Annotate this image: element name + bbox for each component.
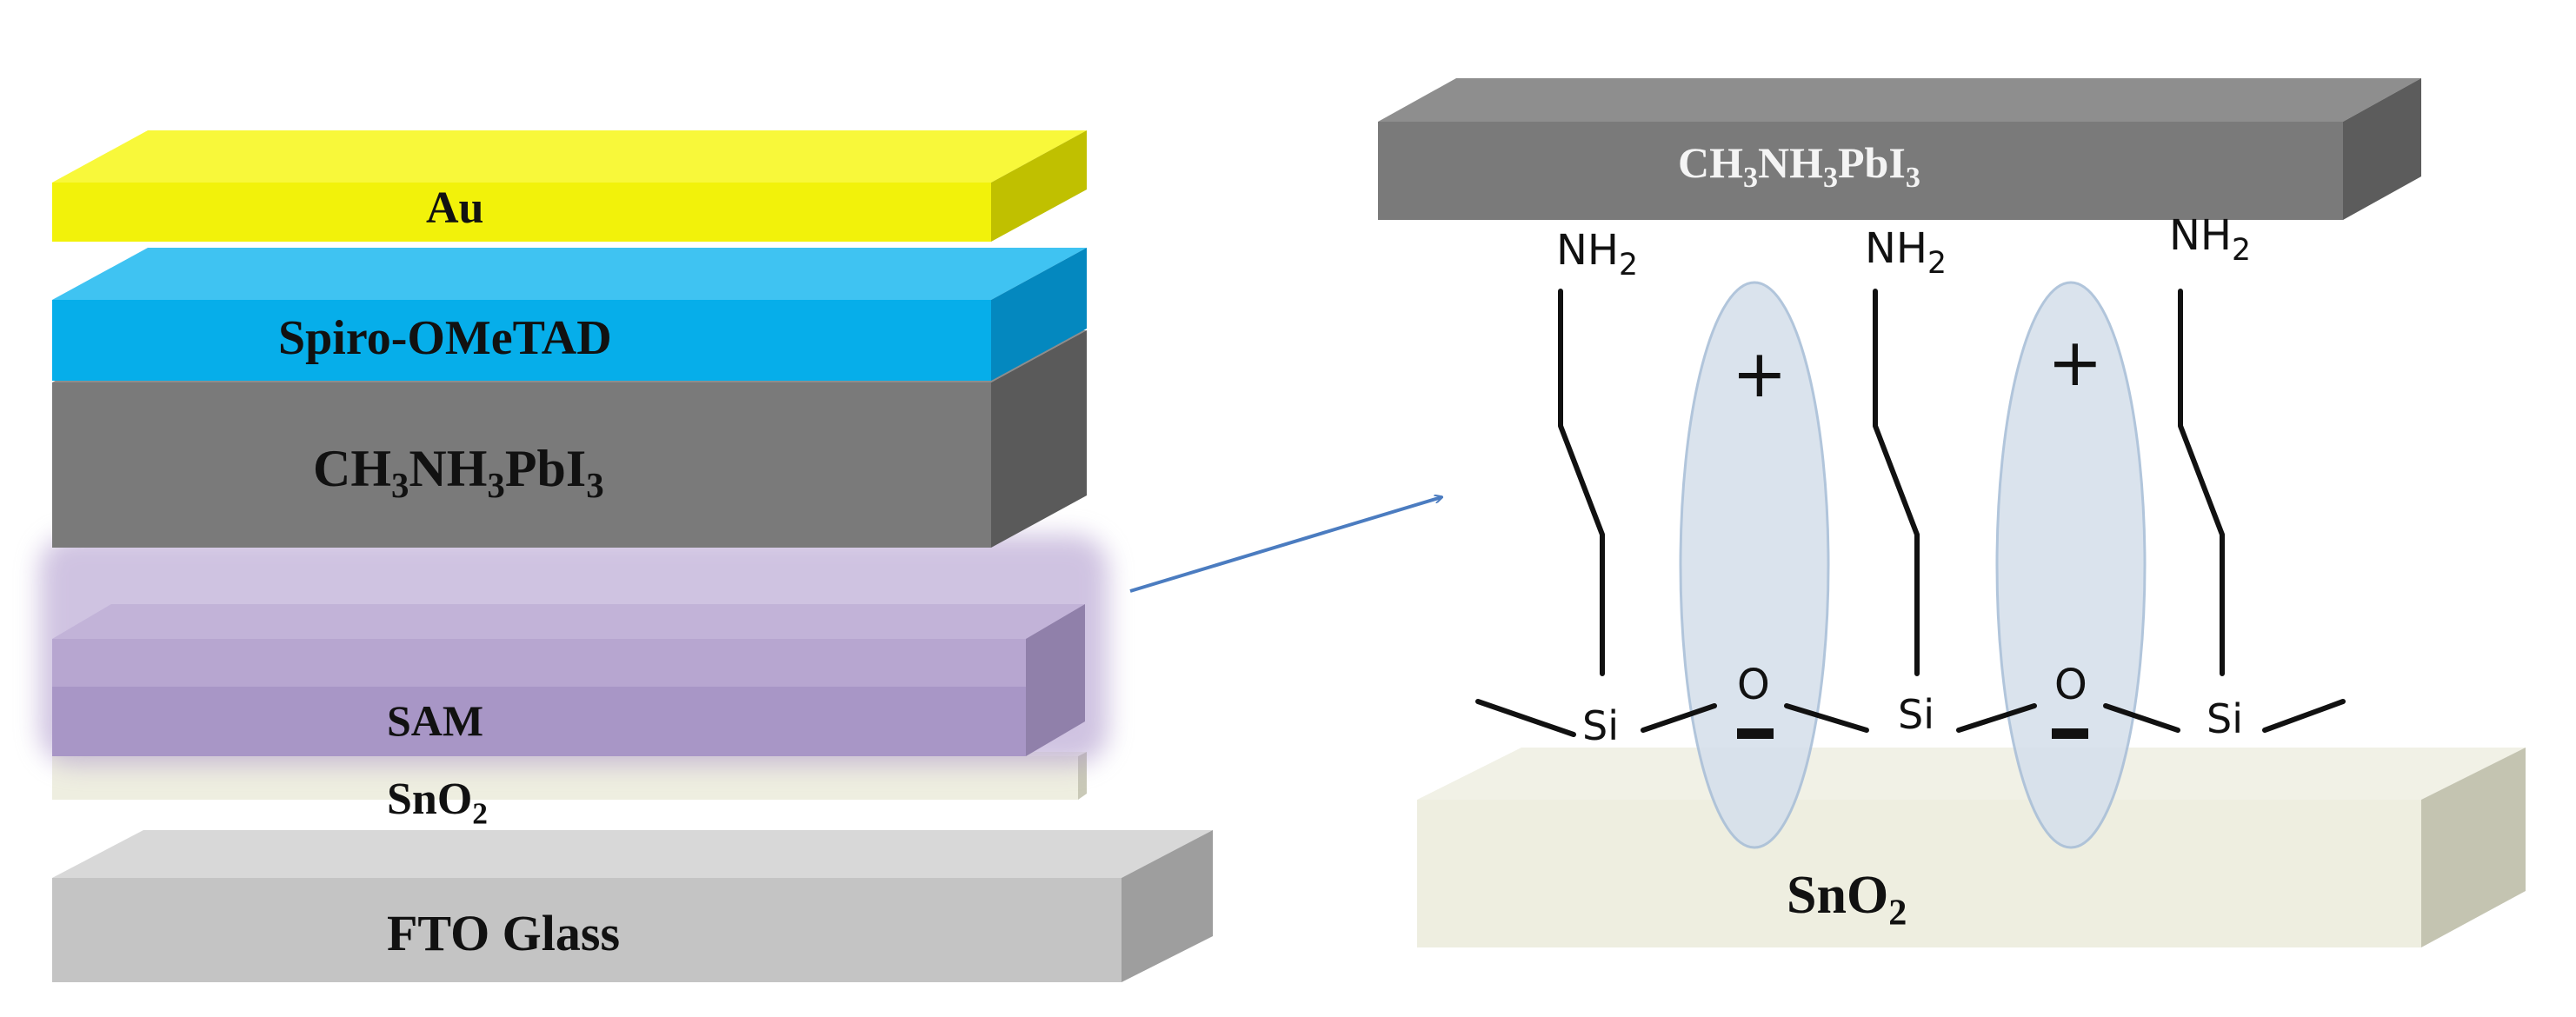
- amine-label-3: NH2: [2169, 211, 2251, 269]
- perovskite-top-slab: [1378, 78, 2421, 220]
- oxygen-atom-1: O: [1737, 661, 1770, 709]
- silicon-atom-1: Si: [1582, 702, 1619, 749]
- positive-charge-2: +: [2047, 323, 2103, 401]
- negative-charge-1: [1737, 728, 1774, 739]
- label-fto-glass: FTO Glass: [387, 905, 621, 961]
- bond-o2-si3: [2103, 703, 2180, 733]
- label-perovskite: CH3NH3PbI3: [313, 440, 604, 506]
- linker-chain-3: [2178, 289, 2225, 676]
- amine-label-2: NH2: [1865, 224, 1947, 282]
- fto-glass-layer: [52, 830, 1213, 982]
- bond-left-si1: [1475, 699, 1576, 737]
- linker-chain-2: [1873, 289, 1920, 676]
- oxygen-atom-2: O: [2054, 661, 2087, 709]
- label-au: Au: [426, 183, 484, 233]
- sno2-substrate: [1417, 748, 2526, 947]
- label-sno2-substrate: SnO2: [1787, 866, 1907, 934]
- label-sam: SAM: [387, 696, 484, 745]
- bond-si2-o2: [1956, 703, 2037, 733]
- amine-label-1: NH2: [1556, 226, 1638, 283]
- silicon-atom-2: Si: [1898, 691, 1934, 738]
- negative-charge-2: [2052, 728, 2088, 739]
- spiro-ometad-layer: [52, 248, 1087, 381]
- label-spiro-ometad: Spiro-OMeTAD: [278, 311, 612, 365]
- label-sno2-left: SnO2: [387, 774, 488, 831]
- positive-charge-1: +: [1732, 335, 1787, 412]
- silicon-atom-3: Si: [2207, 695, 2243, 742]
- bond-si3-right: [2262, 699, 2346, 733]
- linker-chain-1: [1558, 289, 1605, 676]
- label-perovskite-top: CH3NH3PbI3: [1678, 138, 1920, 194]
- sam-layer: [39, 535, 1108, 765]
- bond-si1-o1: [1641, 703, 1717, 733]
- bond-o1-si2: [1784, 703, 1869, 733]
- zoom-arrow: [1129, 497, 1441, 593]
- au-layer: [52, 130, 1087, 242]
